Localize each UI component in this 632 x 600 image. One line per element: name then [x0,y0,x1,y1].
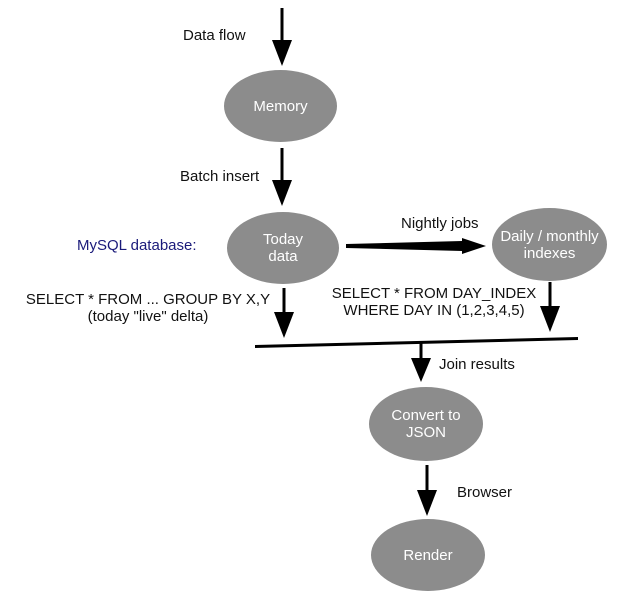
arrow-batch-insert [272,148,292,206]
data-flow-label: Data flow [183,27,246,44]
arrow-data-flow [272,8,292,66]
arrow-browser [417,465,437,516]
convert-json-node-label: Convert to JSON [391,407,461,441]
join-line [255,337,578,348]
index-query-label: SELECT * FROM DAY_INDEX WHERE DAY IN (1,… [330,285,538,319]
join-results-label: Join results [439,356,515,373]
mysql-database-label: MySQL database: [77,237,197,254]
browser-label: Browser [457,484,513,501]
batch-insert-label: Batch insert [180,168,260,185]
today-data-node-label: Today data [262,231,304,265]
select-group-text: SELECT * FROM ... GROUP BY X,Y [25,291,271,308]
arrow-nightly-jobs [346,238,486,254]
arrow-indexes-to-join [540,282,560,332]
today-data-node: Today data [227,212,339,284]
memory-node-label: Memory [253,97,308,115]
today-live-delta-text: (today "live" delta) [87,308,209,325]
nightly-jobs-label: Nightly jobs [401,215,479,232]
select-day-index-text: SELECT * FROM DAY_INDEX [331,285,537,302]
arrow-today-to-join [274,288,294,338]
convert-json-node: Convert to JSON [369,387,483,461]
render-node: Render [371,519,485,591]
arrow-join-results [411,342,431,382]
render-node-label: Render [403,546,453,564]
where-day-in-text: WHERE DAY IN (1,2,3,4,5) [343,302,525,319]
indexes-node: Daily / monthly indexes [492,208,607,281]
today-query-label: SELECT * FROM ... GROUP BY X,Y (today "l… [24,291,272,325]
memory-node: Memory [224,70,337,142]
indexes-node-label: Daily / monthly indexes [500,227,599,262]
